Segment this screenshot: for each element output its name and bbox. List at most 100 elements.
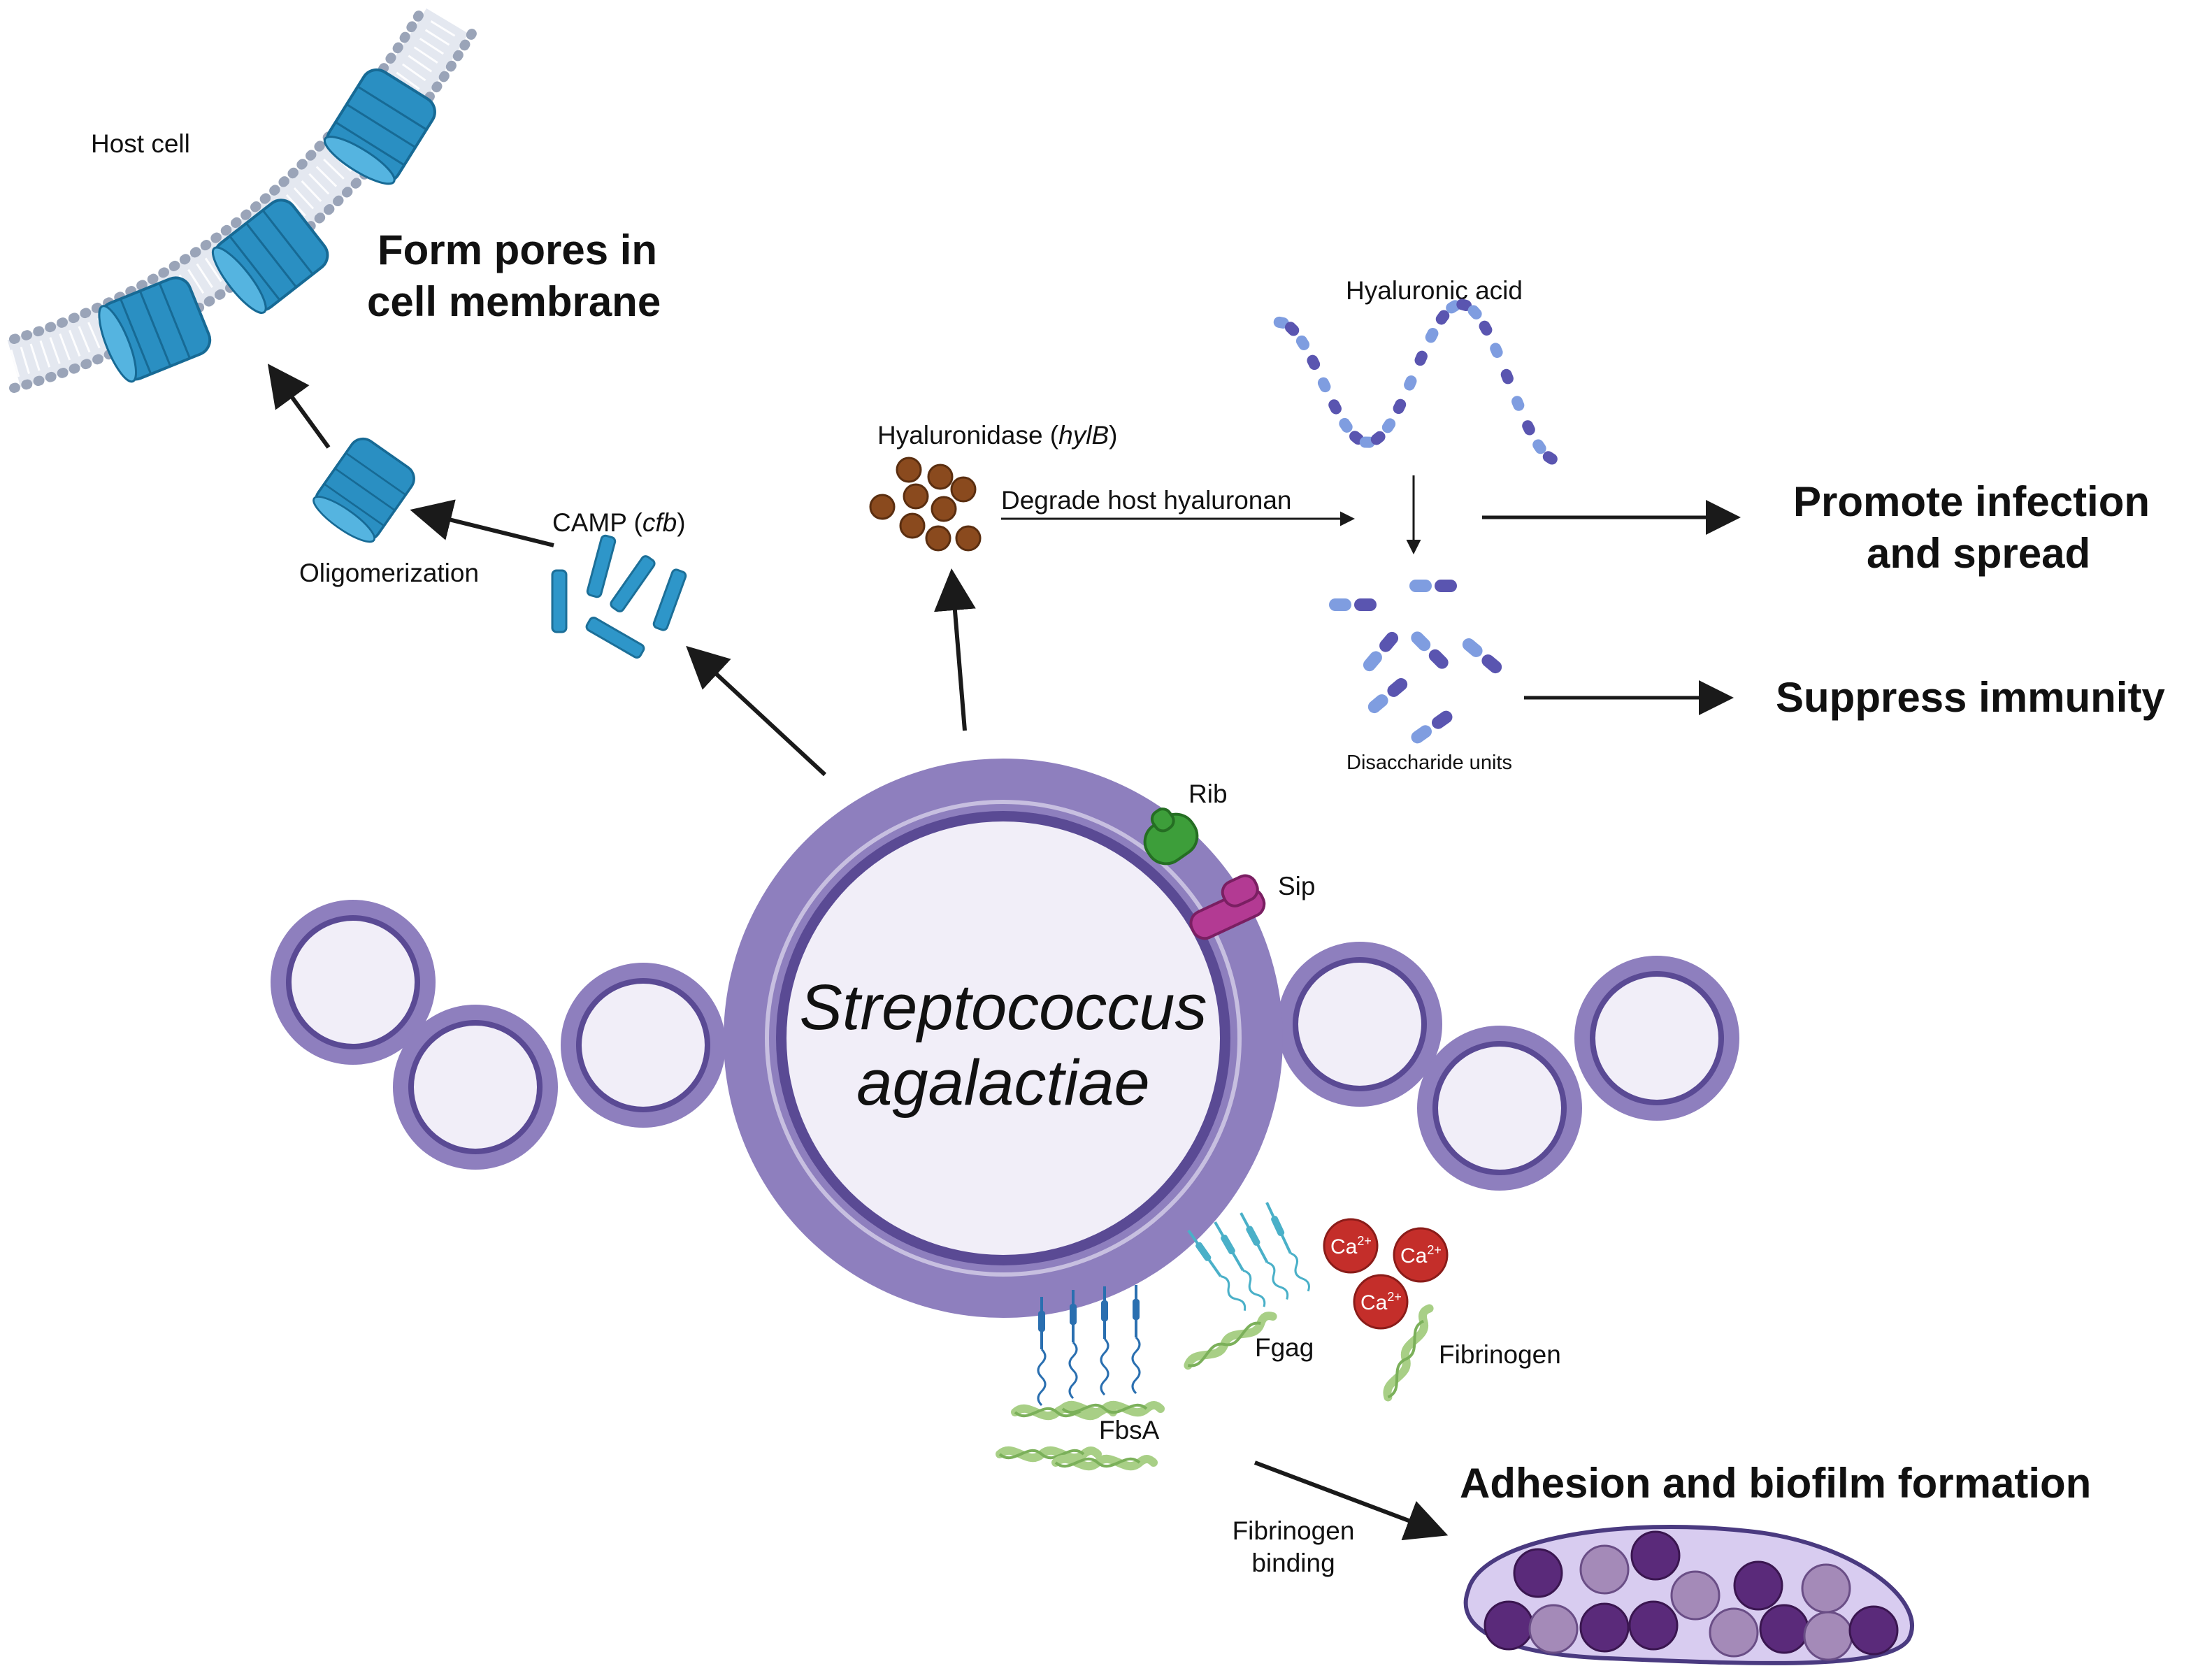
hyaluronan-bead [1328,399,1342,415]
calcium-ion-3: Ca2+ [1353,1274,1409,1330]
hyaluronan-bead [1467,305,1482,320]
hyaluronan-bead [1273,316,1289,329]
biofilm-cell [1484,1600,1534,1651]
camp-rod-icon [551,569,568,633]
sip-label: Sip [1278,872,1315,900]
hyaluronidase-dot [899,512,926,539]
host-cell-membrane [7,3,477,393]
disaccharide-icon [1363,631,1399,672]
degrade-label: Degrade host hyaluronan [1001,486,1292,515]
camp-monomers [551,533,688,661]
camp-label: CAMP (cfb) [552,508,686,537]
fibrinogen-binding-line2: binding [1251,1549,1335,1577]
oligomerization-label: Oligomerization [299,559,479,587]
biofilm [1463,1525,1914,1665]
hyaluronan-bead [1370,431,1386,445]
fbsa-fibrinogen-icon [1056,1459,1154,1466]
hyaluronidase-label: Hyaluronidase (hylB) [877,421,1117,450]
hyaluronan-bead [1511,396,1525,411]
hyaluronidase-particles [869,457,982,552]
species-name-line2: agalactiae [856,1047,1149,1119]
chain-cell-right-2 [1417,1026,1582,1191]
hyaluronan-bead [1435,310,1450,325]
disaccharide-icon [1409,580,1457,592]
fbsa-fibrinogen-icon [1063,1405,1161,1412]
form-pores-title-line1: Form pores in [378,227,657,273]
disaccharide-units [1329,580,1502,744]
suppress-immunity-label: Suppress immunity [1776,674,2165,721]
chain-cell-left-3 [271,900,436,1065]
chain-cell-left-2 [393,1005,558,1170]
biofilm-cell [1579,1602,1630,1653]
disaccharide-label: Disaccharide units [1346,752,1512,774]
sip-protein-icon [1189,874,1266,940]
hyaluronidase-dot [950,476,977,503]
biofilm-cell [1801,1563,1851,1614]
disaccharide-icon [1411,710,1453,744]
biofilm-cell [1513,1548,1563,1598]
hyaluronan-bead [1456,299,1472,311]
hyaluronan-bead [1393,399,1407,415]
svg-text:Ca2+: Ca2+ [1330,1234,1372,1258]
hyaluronan-bead [1307,354,1321,371]
hyaluronidase-dot [896,457,922,483]
hyaluronan-bead [1500,368,1514,385]
rib-label: Rib [1188,780,1228,808]
cell-to-hyaluronidase-arrow [934,568,976,731]
disaccharide-icon [1462,638,1502,674]
hyaluronidase-dot [903,483,929,510]
camp-rod-icon [652,567,688,633]
hyaluronan-bead [1339,417,1353,433]
hyaluronidase-dot [931,496,957,522]
hyaluronan-bead [1522,420,1535,436]
to-adhesion-arrow [1253,1460,1449,1541]
hyaluronan-bead [1414,350,1428,366]
hyaluronan-bead [1425,328,1439,343]
chain-cell-left-1 [561,963,726,1128]
svg-text:Ca2+: Ca2+ [1400,1243,1442,1268]
promote-infection-line1: Promote infection [1793,478,2150,525]
biofilm-cell [1628,1600,1679,1651]
disaccharide-icon [1367,677,1408,714]
hyaluronan-bead [1317,377,1331,393]
hyaluronan-bead [1404,375,1417,391]
biofilm-cell [1709,1607,1759,1658]
hyaluronan-bead [1479,320,1493,336]
promote-infection-line2: and spread [1867,530,2090,577]
hyaluronan-bead [1490,343,1503,358]
biofilm-cell [1630,1530,1681,1581]
camp-to-oligomer-arrow [410,499,554,547]
hyaluronan-bead [1295,335,1310,350]
biofilm-cell [1528,1604,1579,1654]
hyaluronan-bead [1381,418,1396,433]
hyaluronan-bead [1284,322,1300,336]
camp-rod-icon [608,553,657,615]
hyaluronic-acid-label: Hyaluronic acid [1346,276,1523,305]
biofilm-cell [1733,1560,1783,1611]
hyaluronan-bead [1542,451,1558,465]
species-name-line1: Streptococcus [800,972,1207,1043]
biofilm-cell [1803,1611,1853,1661]
biofilm-cell [1579,1544,1630,1595]
calcium-ions: Ca2+ Ca2+ Ca2+ [1323,1218,1449,1330]
camp-rod-icon [585,533,617,599]
chain-cell-right-1 [1277,942,1442,1107]
biofilm-cell [1848,1605,1899,1656]
host-cell-label: Host cell [91,129,190,158]
biofilm-cell [1759,1604,1809,1654]
fbsa-fibrinogen-icon [1000,1451,1098,1458]
disaccharide-icon [1411,631,1449,669]
main-bacterium [724,759,1283,1318]
cell-to-camp-arrow [686,645,827,777]
chain-cell-right-3 [1574,956,1739,1121]
biofilm-cell [1670,1570,1721,1621]
rib-protein-icon [1143,807,1199,866]
camp-rod-icon [584,615,647,661]
fibrinogen-label: Fibrinogen [1439,1340,1561,1369]
oligomer-to-membrane-arrow [267,364,331,449]
streptococcus-chain [271,900,1739,1191]
svg-text:Ca2+: Ca2+ [1360,1290,1402,1314]
hyaluronic-acid-chain [1273,299,1558,465]
form-pores-title-line2: cell membrane [367,278,661,325]
